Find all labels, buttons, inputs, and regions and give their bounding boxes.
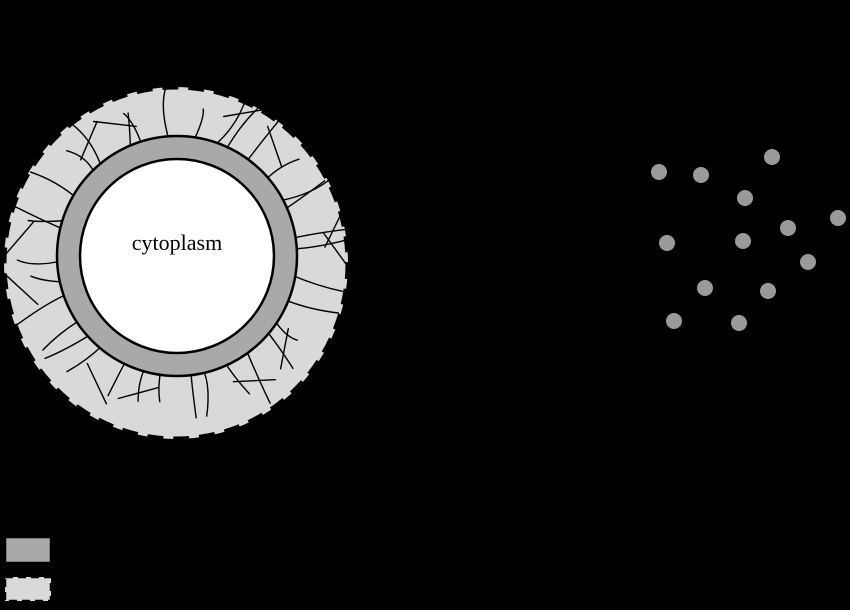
fimbria-branch-line — [232, 379, 276, 383]
outer-layer-dashed-border — [1, 84, 351, 442]
particle-dot — [764, 149, 780, 165]
particle-dot — [693, 167, 709, 183]
particle-dot — [830, 210, 846, 226]
particle-dot — [735, 233, 751, 249]
legend-swatch-cell-wall — [3, 535, 53, 565]
fimbria-branch-line — [0, 270, 39, 306]
particle-dot — [659, 235, 675, 251]
particle-dot — [760, 283, 776, 299]
legend-swatch-outer-layer — [3, 575, 53, 603]
fimbria-branch-line — [279, 327, 289, 370]
particle-dot — [731, 315, 747, 331]
particle-dot — [780, 220, 796, 236]
legend — [3, 535, 53, 603]
fimbria-branch-line — [86, 362, 108, 405]
particle-dot — [800, 254, 816, 270]
particle-dots — [651, 149, 846, 331]
fimbria-branch-line — [80, 120, 98, 161]
fimbria-branch-line — [92, 120, 137, 128]
fimbria-line — [162, 87, 170, 141]
particle-dot — [651, 164, 667, 180]
fimbria-branch-line — [266, 125, 283, 167]
cytoplasm-label: cytoplasm — [132, 230, 222, 255]
cytoplasm-circle — [78, 157, 276, 355]
particle-dot — [697, 280, 713, 296]
particle-dot — [666, 313, 682, 329]
particle-dot — [737, 190, 753, 206]
